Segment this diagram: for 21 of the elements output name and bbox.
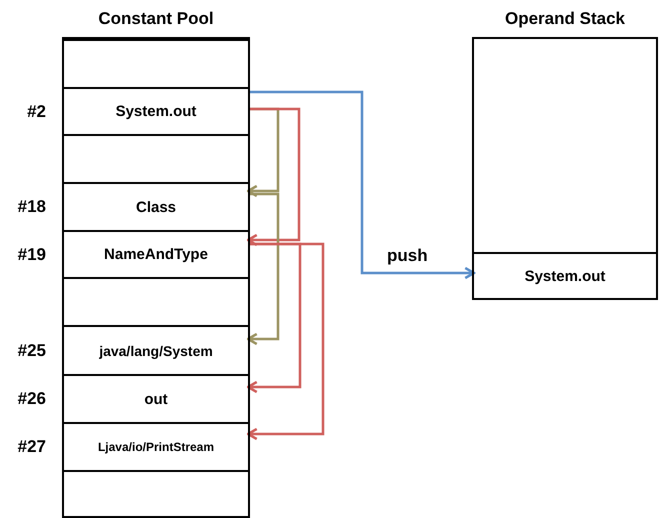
entry-text: System.out bbox=[524, 268, 606, 284]
entry-text: out bbox=[144, 390, 168, 408]
edge-label: push bbox=[385, 246, 430, 266]
index-number: #19 bbox=[18, 244, 46, 264]
arrow bbox=[248, 90, 476, 280]
arrow bbox=[246, 192, 280, 346]
arrow bbox=[246, 242, 324, 440]
entry-text: Class bbox=[136, 198, 176, 216]
column-heading: Constant Pool bbox=[97, 9, 215, 29]
index-number: #2 bbox=[27, 102, 46, 122]
entry-text: java/lang/System bbox=[99, 342, 213, 358]
index-number: #26 bbox=[18, 389, 46, 409]
arrow bbox=[246, 108, 300, 246]
arrow bbox=[246, 242, 302, 394]
index-number: #27 bbox=[18, 437, 46, 457]
index-number: #25 bbox=[18, 340, 46, 360]
column-heading: Operand Stack bbox=[504, 9, 626, 29]
entry-text: Ljava/io/PrintStream bbox=[98, 440, 214, 454]
entry-text: NameAndType bbox=[104, 246, 208, 263]
entry-text: System.out bbox=[116, 103, 196, 120]
index-number: #18 bbox=[18, 197, 46, 217]
